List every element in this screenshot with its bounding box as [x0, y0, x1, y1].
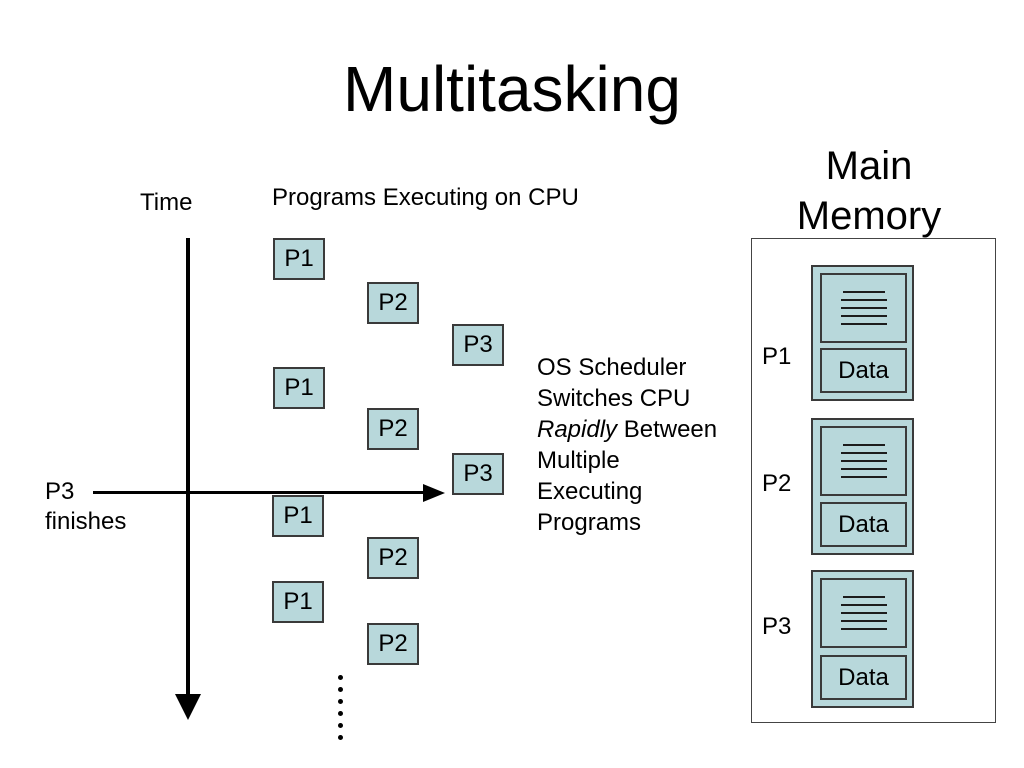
right-arrow-icon — [423, 484, 445, 502]
p3-finishes-label: P3 finishes — [45, 478, 127, 535]
scheduler-note-line: OS Scheduler — [537, 354, 687, 381]
process-box: P3 — [452, 453, 504, 495]
scheduler-note-line: Executing — [537, 478, 643, 505]
main-memory-title: Main Memory — [796, 144, 942, 238]
data-box: Data — [820, 348, 907, 393]
process-box: P1 — [273, 238, 325, 280]
process-box: P3 — [452, 324, 504, 366]
memory-unit-label: P3 — [762, 613, 792, 640]
scheduler-note-line: Multiple — [537, 447, 620, 474]
program-text-lines-icon — [820, 426, 907, 496]
program-text-lines-icon — [820, 578, 907, 648]
memory-unit-label: P1 — [762, 343, 792, 370]
process-box: P1 — [272, 581, 324, 623]
time-arrow-line — [186, 238, 190, 696]
scheduler-note-line: Switches CPU — [537, 385, 691, 412]
process-box: P1 — [273, 367, 325, 409]
down-arrow-icon — [175, 694, 201, 720]
program-text-lines-icon — [820, 273, 907, 343]
time-label: Time — [140, 189, 193, 216]
slide-title: Multitasking — [343, 53, 681, 125]
memory-unit-p2: Data — [811, 418, 914, 555]
data-box: Data — [820, 655, 907, 700]
process-box: P2 — [367, 282, 419, 324]
main-memory-box: Data Data Data — [751, 238, 996, 723]
scheduler-note-italic-word: Rapidly — [537, 416, 618, 443]
continuation-dots-icon — [338, 675, 344, 747]
scheduler-note-line-rest: Between — [617, 416, 718, 443]
process-box: P2 — [367, 537, 419, 579]
scheduler-note: OS Scheduler Switches CPU Rapidly Betwee… — [537, 352, 717, 538]
memory-unit-p3: Data — [811, 570, 914, 708]
scheduler-note-line: Rapidly Between — [537, 414, 717, 445]
cpu-heading: Programs Executing on CPU — [272, 184, 579, 211]
p3-finishes-arrow-line — [93, 491, 423, 494]
process-box: P1 — [272, 495, 324, 537]
memory-unit-p1: Data — [811, 265, 914, 401]
process-box: P2 — [367, 408, 419, 450]
process-box: P2 — [367, 623, 419, 665]
data-box: Data — [820, 502, 907, 547]
scheduler-note-line: Programs — [537, 509, 642, 536]
memory-unit-label: P2 — [762, 470, 792, 497]
